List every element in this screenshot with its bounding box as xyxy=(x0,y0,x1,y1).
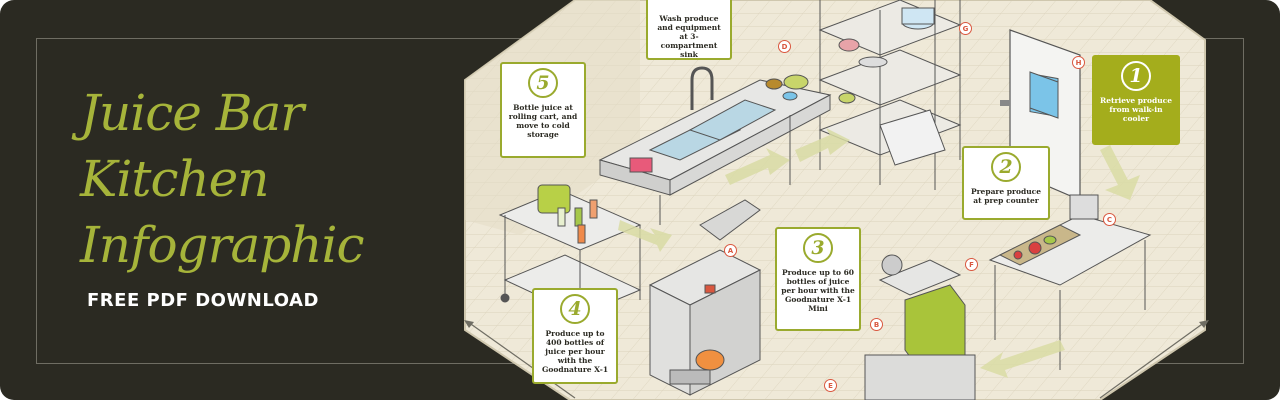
title-line-2: Kitchen xyxy=(80,150,269,208)
goodnature-x1-press xyxy=(648,199,762,396)
marker-b: B xyxy=(870,318,883,331)
page-title: Juice Bar Kitchen Infographic xyxy=(80,80,364,278)
step-1-number: 1 xyxy=(1121,61,1151,91)
title-line-3: Infographic xyxy=(80,216,364,274)
step-2-text: Prepare produce at prep counter xyxy=(970,187,1042,205)
marker-h: H xyxy=(1072,56,1085,69)
step-5-text: Bottle juice at rolling cart, and move t… xyxy=(508,103,578,139)
goodnature-x1-mini xyxy=(864,254,976,400)
sink-step-callout: Wash produce and equipment at 3-compartm… xyxy=(646,0,732,60)
step-1-callout: 1 Retrieve produce from walk-in cooler xyxy=(1092,55,1180,145)
step-5-callout: 5 Bottle juice at rolling cart, and move… xyxy=(500,62,586,158)
three-compartment-sink xyxy=(598,66,832,225)
marker-a: A xyxy=(724,244,737,257)
marker-d: D xyxy=(778,40,791,53)
step-4-text: Produce up to 400 bottles of juice per h… xyxy=(541,329,609,374)
step-2-number: 2 xyxy=(991,152,1021,182)
step-4-callout: 4 Produce up to 400 bottles of juice per… xyxy=(532,288,618,384)
marker-c: C xyxy=(1103,213,1116,226)
step-1-text: Retrieve produce from walk-in cooler xyxy=(1099,96,1172,123)
marker-g: G xyxy=(959,22,972,35)
title-line-1: Juice Bar xyxy=(80,84,304,142)
step-5-number: 5 xyxy=(528,68,558,98)
step-2-callout: 2 Prepare produce at prep counter xyxy=(962,146,1050,220)
flow-arrows xyxy=(618,128,1140,378)
step-4-number: 4 xyxy=(560,294,590,324)
step-3-number: 3 xyxy=(803,233,833,263)
step-3-callout: 3 Produce up to 60 bottles of juice per … xyxy=(775,227,861,331)
step-3-text: Produce up to 60 bottles of juice per ho… xyxy=(781,268,855,313)
marker-f: F xyxy=(965,258,978,271)
sink-step-text: Wash produce and equipment at 3-compartm… xyxy=(657,14,721,59)
free-pdf-download-link[interactable]: FREE PDF DOWNLOAD xyxy=(87,290,319,311)
marker-e: E xyxy=(824,379,837,392)
